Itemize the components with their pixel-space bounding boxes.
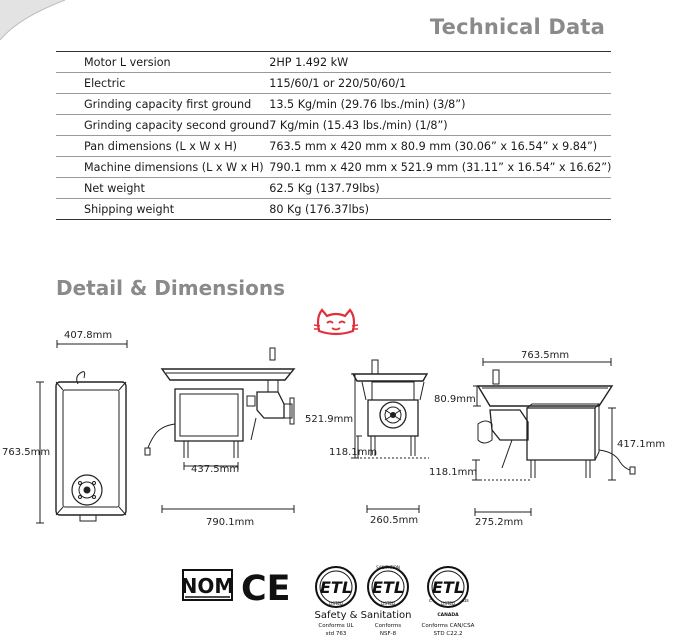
iso-pan-height-label: 80.9mm [434, 394, 476, 405]
etl-canada-logo: ETL LISTED c us [427, 566, 469, 608]
table-row: Machine dimensions (L x W x H)790.1 mm x… [56, 156, 612, 178]
top-view-drawing [36, 340, 128, 524]
ul-conforms: Conforms UL [318, 623, 354, 629]
detail-dimensions-heading: Detail & Dimensions [56, 276, 286, 300]
table-row: Pan dimensions (L x W x H)763.5 mm x 420… [56, 135, 612, 157]
front-height-label: 521.9mm [305, 414, 353, 425]
iso-base-height-label: 118.1mm [429, 467, 477, 478]
corner-swoosh [0, 0, 66, 41]
iso-pan-length-label: 763.5mm [521, 350, 569, 361]
spec-value: 7 Kg/min (15.43 lbs./min) (1/8”) [269, 114, 612, 136]
iso-base-length-label: 275.2mm [475, 517, 523, 528]
side-view-drawing [144, 347, 296, 513]
dimension-drawings: 407.8mm 763.5mm 437.5mm 790.1mm 521.9mm … [2, 330, 665, 528]
brand-logo [313, 308, 359, 336]
etl-logo-ul: ETL LISTED [315, 566, 357, 608]
nsf-conforms: Conforms [375, 623, 402, 629]
svg-text:c: c [429, 598, 432, 604]
front-base-height-label: 118.1mm [329, 447, 377, 458]
spec-value: 790.1 mm x 420 mm x 521.9 mm (31.11” x 1… [269, 156, 612, 178]
spec-label: Motor L version [56, 51, 270, 73]
spec-label: Net weight [56, 177, 270, 199]
svg-text:SANITATION: SANITATION [376, 565, 400, 570]
svg-text:ETL: ETL [432, 578, 464, 597]
spec-label: Pan dimensions (L x W x H) [56, 135, 270, 157]
svg-text:LISTED: LISTED [381, 601, 395, 606]
spec-label: Shipping weight [56, 198, 270, 220]
svg-text:us: us [463, 598, 469, 604]
spec-label: Electric [56, 72, 270, 94]
iso-height-label: 417.1mm [617, 439, 665, 450]
spec-label: Grinding capacity second ground [56, 114, 270, 136]
spec-value: 763.5 mm x 420 mm x 80.9 mm (30.06” x 16… [269, 135, 612, 157]
svg-text:LISTED: LISTED [441, 601, 455, 606]
svg-text:NOM: NOM [181, 574, 235, 598]
front-view-drawing [351, 359, 429, 513]
ce-mark: CE [241, 569, 291, 609]
spec-value: 115/60/1 or 220/50/60/1 [269, 72, 612, 94]
front-width-label: 260.5mm [370, 515, 418, 526]
side-length-label: 790.1mm [206, 517, 254, 528]
spec-value: 13.5 Kg/min (29.76 lbs./min) (3/8”) [269, 93, 612, 115]
canada-label: CANADA [437, 612, 459, 618]
etl-sanitation-logo: SANITATION ETL LISTED [367, 565, 409, 608]
svg-text:ETL: ETL [372, 578, 404, 597]
spec-label: Grinding capacity first ground [56, 93, 270, 115]
svg-text:ETL: ETL [320, 578, 352, 597]
isometric-view-drawing [472, 358, 636, 516]
ul-std: std 763 [326, 631, 347, 637]
top-width-label: 407.8mm [64, 330, 112, 341]
spec-label: Machine dimensions (L x W x H) [56, 156, 270, 178]
svg-text:LISTED: LISTED [329, 601, 343, 606]
technical-data-heading: Technical Data [429, 15, 605, 39]
top-length-label: 763.5mm [2, 447, 50, 458]
csa-std: STD C22.2 [434, 631, 463, 637]
csa-conforms: Conforms CAN/CSA [422, 623, 475, 629]
spec-value: 80 Kg (176.37lbs) [269, 198, 612, 220]
nsf-std: NSF-8 [380, 631, 397, 637]
safety-caption: Safety & Sanitation [315, 610, 412, 621]
certification-logos: NOM CE ETL LISTED SANITATION ETL LISTED … [181, 565, 475, 637]
spec-value: 62.5 Kg (137.79lbs) [269, 177, 612, 199]
nom-logo: NOM [181, 569, 235, 601]
spec-value: 2HP 1.492 kW [269, 51, 612, 73]
side-base-label: 437.5mm [191, 464, 239, 475]
